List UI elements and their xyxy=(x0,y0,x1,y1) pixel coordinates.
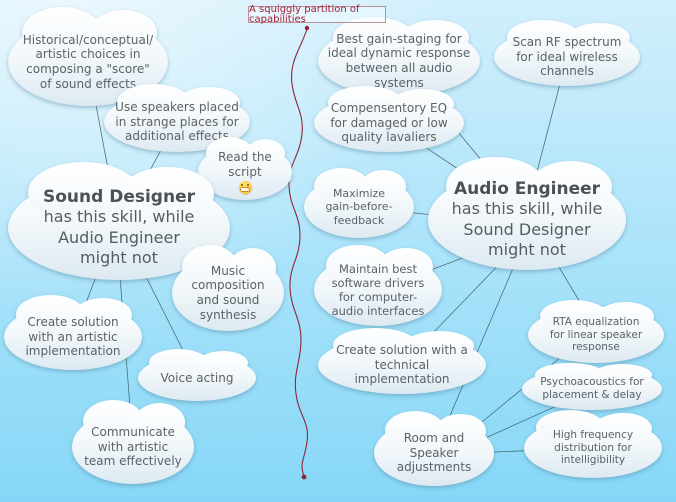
node-communicate-artistic-team[interactable]: Communicate with artistic team effective… xyxy=(72,400,194,484)
hub-subtitle: has this skill, while Sound Designer mig… xyxy=(451,199,603,260)
hub-title: Sound Designer xyxy=(43,187,195,208)
grimacing-face-emoji-icon xyxy=(238,180,252,194)
node-historical-artistic-choices[interactable]: Historical/conceptual/ artistic choices … xyxy=(8,6,168,106)
node-maintain-software-drivers[interactable]: Maintain best software drivers for compu… xyxy=(314,244,442,326)
node-rta-equalization[interactable]: RTA equalization for linear speaker resp… xyxy=(528,299,664,363)
node-label: High frequency distribution for intellig… xyxy=(552,428,634,467)
hub-sound-designer[interactable]: Sound Designer has this skill, while Aud… xyxy=(8,162,230,280)
node-label: Use speakers placed in strange places fo… xyxy=(115,100,239,144)
node-label: Best gain-staging for ideal dynamic resp… xyxy=(327,31,471,90)
squiggly-partition-line[interactable] xyxy=(288,25,310,480)
node-label: RTA equalization for linear speaker resp… xyxy=(549,315,643,354)
node-scan-rf-spectrum[interactable]: Scan RF spectrum for ideal wireless chan… xyxy=(494,20,640,86)
node-maximize-gain-before-feedback[interactable]: Maximize gain-before- feedback xyxy=(304,167,414,238)
node-room-speaker-adjustments[interactable]: Room and Speaker adjustments xyxy=(374,411,494,486)
node-read-script[interactable]: Read the script xyxy=(198,136,292,200)
node-music-composition[interactable]: Music composition and sound synthesis xyxy=(172,245,284,331)
node-create-technical-solution[interactable]: Create solution with a technical impleme… xyxy=(318,328,486,394)
node-compensentory-eq[interactable]: Compensentory EQ for damaged or low qual… xyxy=(314,86,464,152)
node-label: Psychoacoustics for placement & delay xyxy=(540,376,644,401)
partition-label[interactable]: A squiggly partition of capabilities xyxy=(248,4,386,24)
node-label: Voice acting xyxy=(160,370,234,385)
node-best-gain-staging[interactable]: Best gain-staging for ideal dynamic resp… xyxy=(318,16,480,96)
node-high-frequency-distribution[interactable]: High frequency distribution for intellig… xyxy=(524,410,662,478)
node-label: Maximize gain-before- feedback xyxy=(325,186,393,227)
node-label: Scan RF spectrum for ideal wireless chan… xyxy=(512,35,622,79)
node-label: Compensentory EQ for damaged or low qual… xyxy=(330,101,448,145)
node-psychoacoustics[interactable]: Psychoacoustics for placement & delay xyxy=(522,362,662,410)
node-voice-acting[interactable]: Voice acting xyxy=(138,349,256,401)
node-label: Communicate with artistic team effective… xyxy=(84,425,182,469)
node-label: Create solution with a technical impleme… xyxy=(336,343,468,387)
hub-subtitle: has this skill, while Audio Engineer mig… xyxy=(43,207,195,268)
node-label: Historical/conceptual/ artistic choices … xyxy=(22,32,154,91)
node-label: Maintain best software drivers for compu… xyxy=(331,261,425,319)
hub-audio-engineer[interactable]: Audio Engineer has this skill, while Sou… xyxy=(428,157,626,270)
hub-title: Audio Engineer xyxy=(453,179,601,200)
node-create-artistic-solution[interactable]: Create solution with an artistic impleme… xyxy=(4,295,142,370)
node-label: Music composition and sound synthesis xyxy=(191,263,265,322)
node-label: Read the script xyxy=(218,150,272,179)
node-label: Create solution with an artistic impleme… xyxy=(25,315,121,359)
node-label: Room and Speaker adjustments xyxy=(396,431,472,475)
